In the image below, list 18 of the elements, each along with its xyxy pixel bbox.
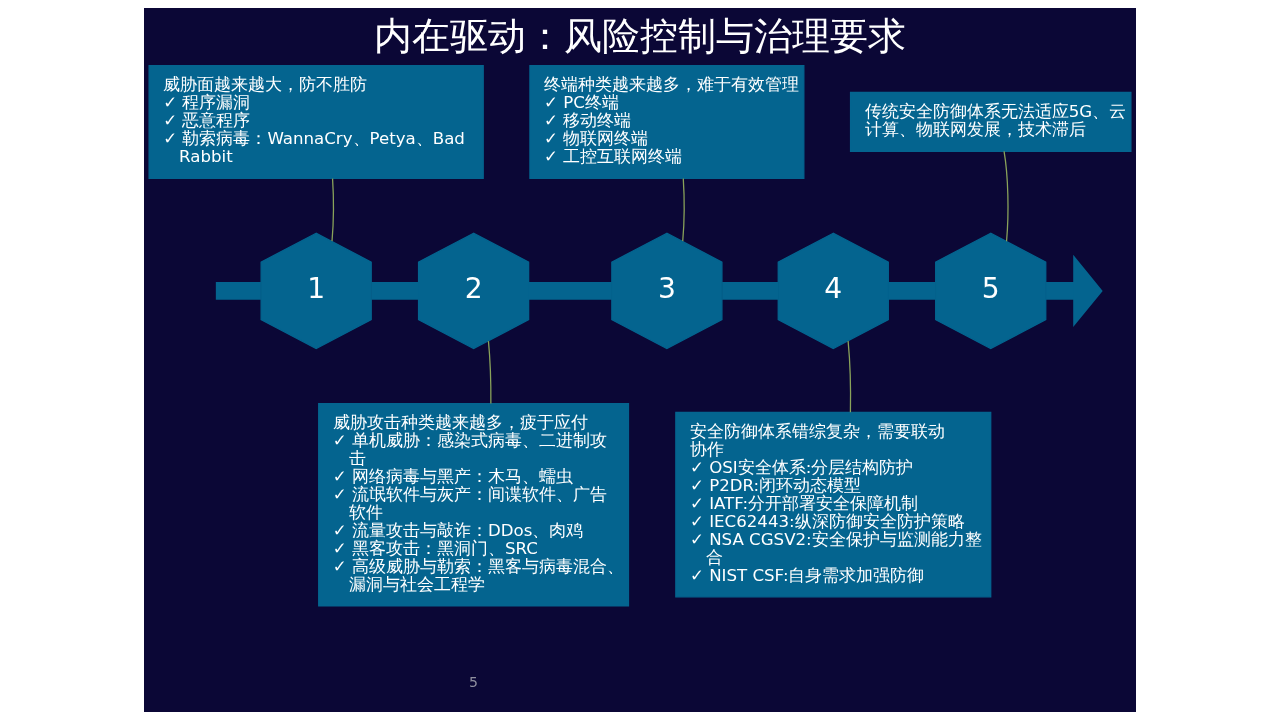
- node-box: 安全防御体系错综复杂，需要联动协作 ✓ OSI安全体系:分层结构防护 ✓ P2DR:闭环动态模型 ✓ IATF:分开部署安全保障机制 ✓ IEC62443:纵深防御安全防护策略 ✓ NSA CGSV2:安全保护与监测能力整合 ✓ NIST CSF:自身需求加强防御: [675, 411, 992, 598]
- connector: [682, 177, 685, 242]
- label: 5: [469, 674, 479, 691]
- connector: [1003, 150, 1009, 242]
- arrow: [1046, 254, 1103, 327]
- node-box: 传统安全防御体系无法适应5G、云计算、物联网发展，技术滞后: [849, 91, 1132, 152]
- node-box: 终端种类越来越多，难于有效管理 ✓ PC终端 ✓ 移动终端 ✓ 物联网终端 ✓ 工控互联网终端: [529, 64, 805, 179]
- connector: [722, 281, 779, 300]
- connector: [888, 281, 936, 300]
- node-box: 威胁攻击种类越来越多，疲于应付 ✓ 单机威胁：感染式病毒、二进制攻击 ✓ 网络病毒与黑产：木马、蠕虫 ✓ 流氓软件与灰产：间谍软件、广告软件 ✓ 流量攻击与敲诈：DDos、肉鸡 ✓ 黑客攻击：黑洞门、SRC ✓ 高级威胁与勒索：黑客与病毒混合、漏洞与社会工程学: [318, 402, 630, 607]
- connector: [847, 340, 852, 413]
- connector: [528, 281, 612, 300]
- connector: [331, 177, 335, 242]
- connector: [371, 281, 419, 300]
- diagram-title: 内在驱动：风险控制与治理要求: [374, 12, 906, 58]
- connector: [487, 340, 492, 405]
- connector: [215, 281, 261, 300]
- node-box: 威胁面越来越大，防不胜防 ✓ 程序漏洞 ✓ 恶意程序 ✓ 勒索病毒：WannaCry、Petya、Bad Rabbit: [148, 64, 484, 179]
